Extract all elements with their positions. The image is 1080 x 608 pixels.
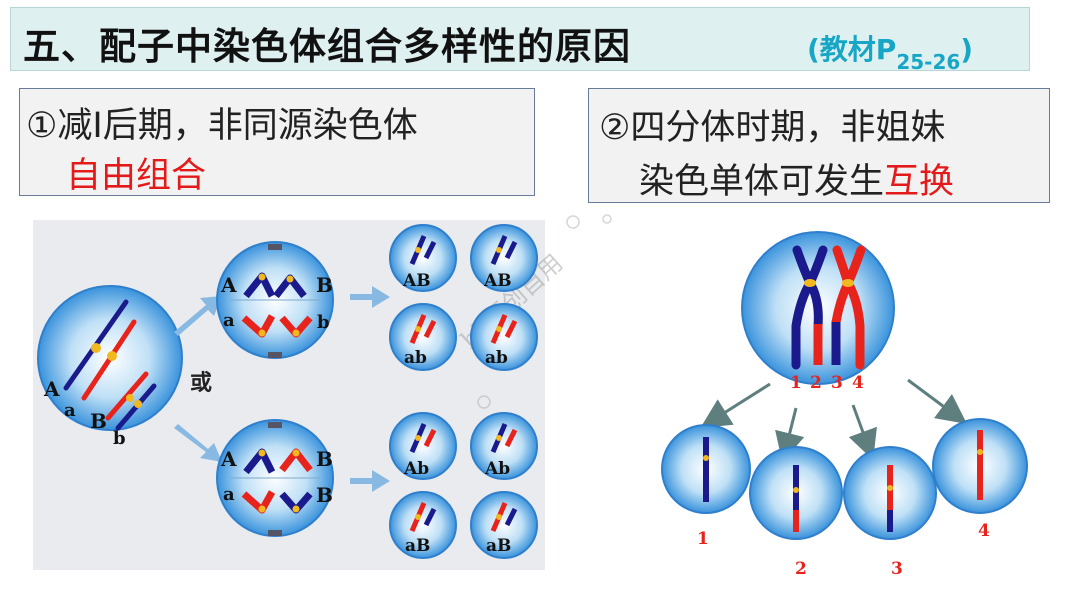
parent-label-B: B	[90, 409, 107, 433]
parent-label-b: b	[113, 428, 126, 449]
anaphase-cell-lower: A B a B	[216, 419, 334, 537]
chromatid-number-1: 1	[790, 373, 802, 393]
gamete-number-2: 2	[795, 559, 807, 579]
ref-suffix: )	[960, 33, 974, 66]
upper-label-a: a	[223, 310, 235, 331]
gamete-AB-2: AB	[470, 224, 538, 292]
point-2-line-2-text: 染色单体可发生	[639, 162, 885, 202]
lower-label-A: A	[220, 447, 237, 471]
point-1-box: ①减Ⅰ后期，非同源染色体 自由组合	[19, 88, 535, 196]
gamete-label: AB	[483, 271, 512, 291]
tetrad-cell: 1 2 3 4	[741, 231, 895, 393]
gamete-label: aB	[405, 536, 430, 556]
gamete-Ab-2: Ab	[470, 412, 538, 480]
upper-label-B: B	[316, 273, 333, 297]
anaphase-cell-upper: A B a b	[216, 241, 334, 359]
or-label: 或	[190, 370, 212, 396]
product-gamete-2: 2	[749, 446, 843, 579]
product-gamete-3: 3	[843, 446, 937, 579]
gamete-label: ab	[485, 348, 508, 368]
point-2-line-2: 染色单体可发生互换	[639, 153, 954, 204]
slide-title: 五、配子中染色体组合多样性的原因	[23, 25, 631, 68]
parent-label-a: a	[64, 400, 76, 421]
gamete-label: Ab	[484, 459, 510, 479]
gamete-Ab-1: Ab	[389, 412, 457, 480]
chromatid-number-3: 3	[831, 373, 843, 393]
gamete-number-1: 1	[697, 529, 709, 549]
gamete-number-3: 3	[891, 559, 903, 579]
chromatid-number-4: 4	[852, 373, 864, 393]
point-2-box: ②四分体时期，非姐妹 染色单体可发生互换	[588, 88, 1050, 203]
ref-pages: 25-26	[896, 50, 961, 74]
chromatid-number-2: 2	[810, 373, 822, 393]
gamete-label: ab	[404, 348, 427, 368]
point-2-highlight: 互换	[884, 162, 955, 202]
point-1-line-2: 自由组合	[66, 156, 207, 196]
gamete-label: AB	[402, 271, 431, 291]
gamete-label: Ab	[403, 459, 429, 479]
ref-prefix: (教材P	[807, 33, 897, 66]
point-2-line-1: ②四分体时期，非姐妹	[599, 108, 946, 148]
assortment-arrows	[174, 286, 390, 492]
gamete-ab-1: ab	[389, 303, 457, 371]
gamete-label: aB	[486, 536, 511, 556]
gamete-number-4: 4	[978, 521, 990, 541]
lower-label-B: B	[316, 447, 333, 471]
upper-label-A: A	[220, 273, 237, 297]
lower-label-B2: B	[316, 483, 333, 507]
title-bar: 五、配子中染色体组合多样性的原因 (教材P25-26)	[10, 7, 1030, 74]
point-1-line-1: ①减Ⅰ后期，非同源染色体	[26, 106, 418, 146]
gamete-AB-1: AB	[389, 224, 457, 292]
parent-label-A: A	[43, 377, 60, 401]
parent-cell: A a B b	[37, 285, 183, 449]
gamete-ab-2: ab	[470, 303, 538, 371]
upper-label-b: b	[317, 312, 330, 333]
textbook-reference: (教材P25-26)	[807, 28, 974, 74]
lower-label-a: a	[223, 484, 235, 505]
crossing-over-arrows	[700, 378, 968, 463]
product-gamete-4: 4	[932, 418, 1028, 541]
gamete-aB-1: aB	[389, 491, 457, 559]
gamete-aB-2: aB	[470, 491, 538, 559]
product-gamete-1: 1	[661, 424, 751, 549]
